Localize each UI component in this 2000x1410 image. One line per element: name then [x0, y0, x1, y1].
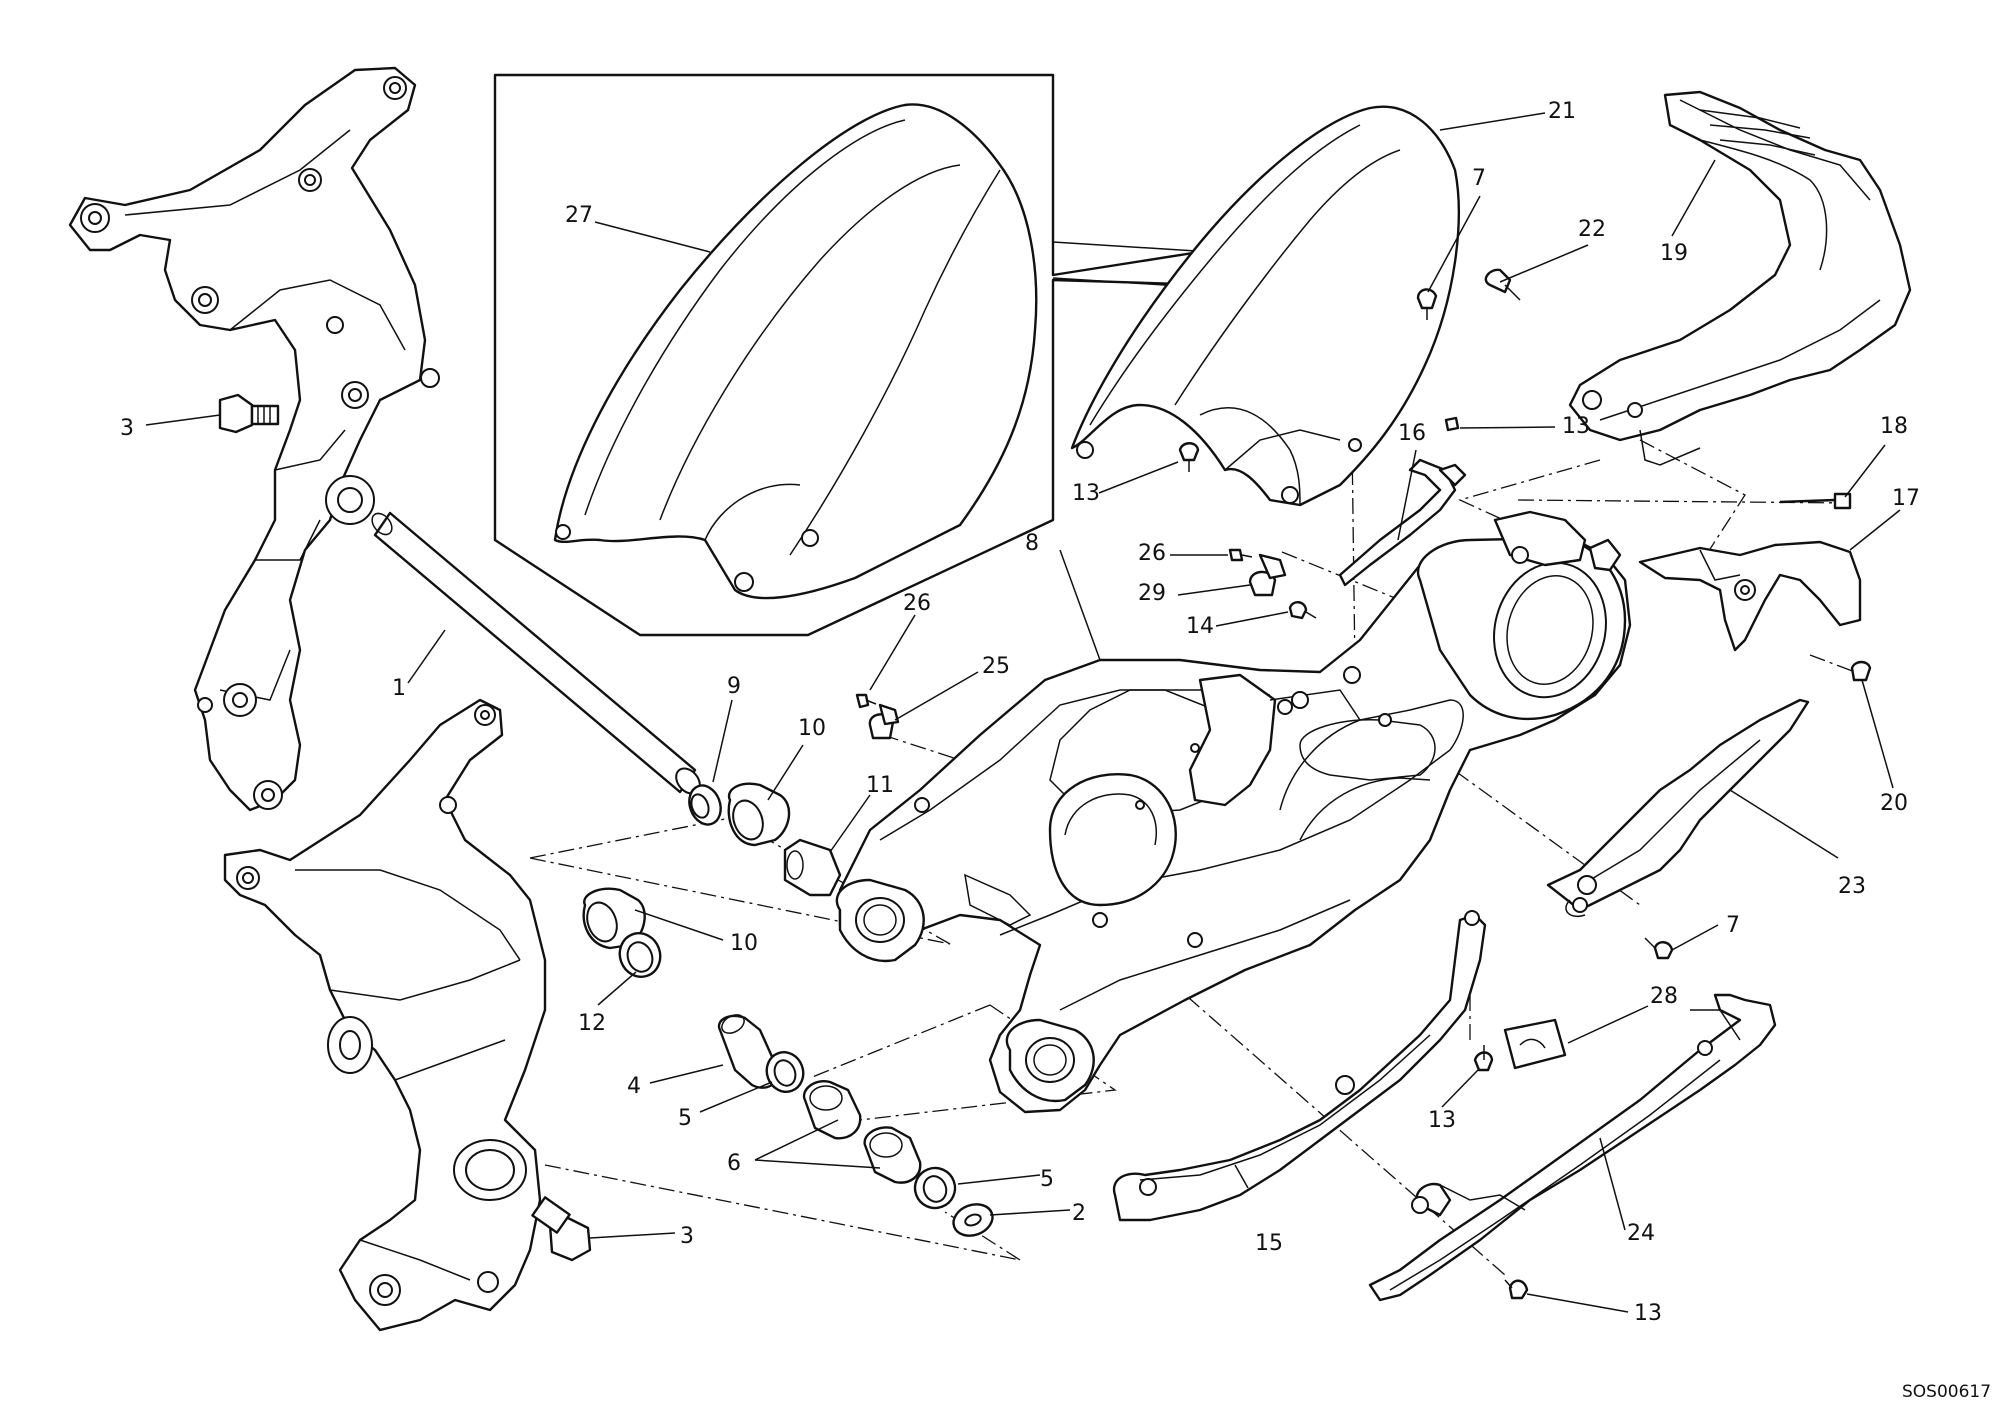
- callout-3-upper: 3: [120, 416, 134, 441]
- part-5-washer-lower: [913, 1166, 957, 1210]
- leader-lines: [145, 112, 1901, 1313]
- callout-19: 19: [1660, 241, 1688, 266]
- callout-10-lower: 10: [730, 931, 758, 956]
- part-17-guard: [1638, 540, 1862, 652]
- part-5-washer-upper: [765, 1051, 805, 1093]
- part-24-chain-slider: [1368, 993, 1777, 1302]
- callout-15: 15: [1255, 1231, 1283, 1256]
- part-3-pivot-bolt-lower: [531, 1196, 592, 1262]
- callout-25: 25: [982, 654, 1010, 679]
- part-3-pivot-bolt-upper: [218, 393, 280, 434]
- callout-7-lower: 7: [1726, 913, 1740, 938]
- part-10-bearing-upper: [727, 782, 791, 847]
- part-8-swingarm: [835, 510, 1632, 1114]
- callout-1: 1: [392, 676, 406, 701]
- callout-3-lower: 3: [680, 1224, 694, 1249]
- part-19-cover: [1568, 90, 1912, 466]
- callout-29: 29: [1138, 581, 1166, 606]
- part-10-bearing-lower: [582, 887, 646, 950]
- callout-23: 23: [1838, 874, 1866, 899]
- callout-27: 27: [565, 203, 593, 228]
- callout-17: 17: [1892, 486, 1920, 511]
- part-22-screw: [1484, 268, 1521, 301]
- callout-4: 4: [627, 1074, 641, 1099]
- part-20-screw: [1850, 660, 1872, 682]
- callout-28: 28: [1650, 984, 1678, 1009]
- callout-26-upper: 26: [1138, 541, 1166, 566]
- part-6-bushing-lower: [863, 1126, 922, 1184]
- callout-11: 11: [866, 773, 894, 798]
- callout-8: 8: [1025, 531, 1039, 556]
- callout-12: 12: [578, 1011, 606, 1036]
- part-16-bracket: [1338, 458, 1467, 587]
- callout-2: 2: [1072, 1201, 1086, 1226]
- part-15-lower-guard: [1112, 910, 1487, 1222]
- part-3-frame-plate-upper: [68, 66, 440, 812]
- part-23-chain-guard: [1546, 698, 1810, 917]
- callout-26-lower: 26: [903, 591, 931, 616]
- part-27-fender: [553, 103, 1038, 600]
- callout-21: 21: [1548, 99, 1576, 124]
- callout-22: 22: [1578, 217, 1606, 242]
- callout-13-bottom: 13: [1634, 1301, 1662, 1326]
- part-2-washer: [952, 1203, 994, 1237]
- part-28-label: [1503, 1018, 1567, 1070]
- callout-13-mid: 13: [1428, 1108, 1456, 1133]
- callout-18: 18: [1880, 414, 1908, 439]
- callout-5-right: 5: [1040, 1167, 1054, 1192]
- callout-14: 14: [1186, 614, 1214, 639]
- callout-6: 6: [727, 1151, 741, 1176]
- part-21-fender: [1070, 105, 1460, 507]
- callout-10-upper: 10: [798, 716, 826, 741]
- part-18-screw: [1779, 492, 1852, 510]
- callout-9: 9: [727, 674, 741, 699]
- drawing-code: SOS00617: [1902, 1382, 1991, 1402]
- part-1-pivot-shaft: [371, 511, 701, 795]
- part-6-bushing-upper: [802, 1080, 862, 1140]
- callout-20: 20: [1880, 791, 1908, 816]
- callout-24: 24: [1627, 1221, 1655, 1246]
- part-11-spacer: [783, 838, 842, 897]
- callout-16: 16: [1398, 421, 1426, 446]
- callout-5-left: 5: [678, 1106, 692, 1131]
- callout-13-left: 13: [1072, 481, 1100, 506]
- part-9-seal: [688, 784, 722, 826]
- small-fasteners: [855, 288, 1674, 1300]
- callout-7-upper: 7: [1472, 166, 1486, 191]
- callout-13-right: 13: [1562, 414, 1590, 439]
- part-3-frame-plate-lower: [223, 698, 547, 1332]
- part-12-ring: [618, 932, 662, 978]
